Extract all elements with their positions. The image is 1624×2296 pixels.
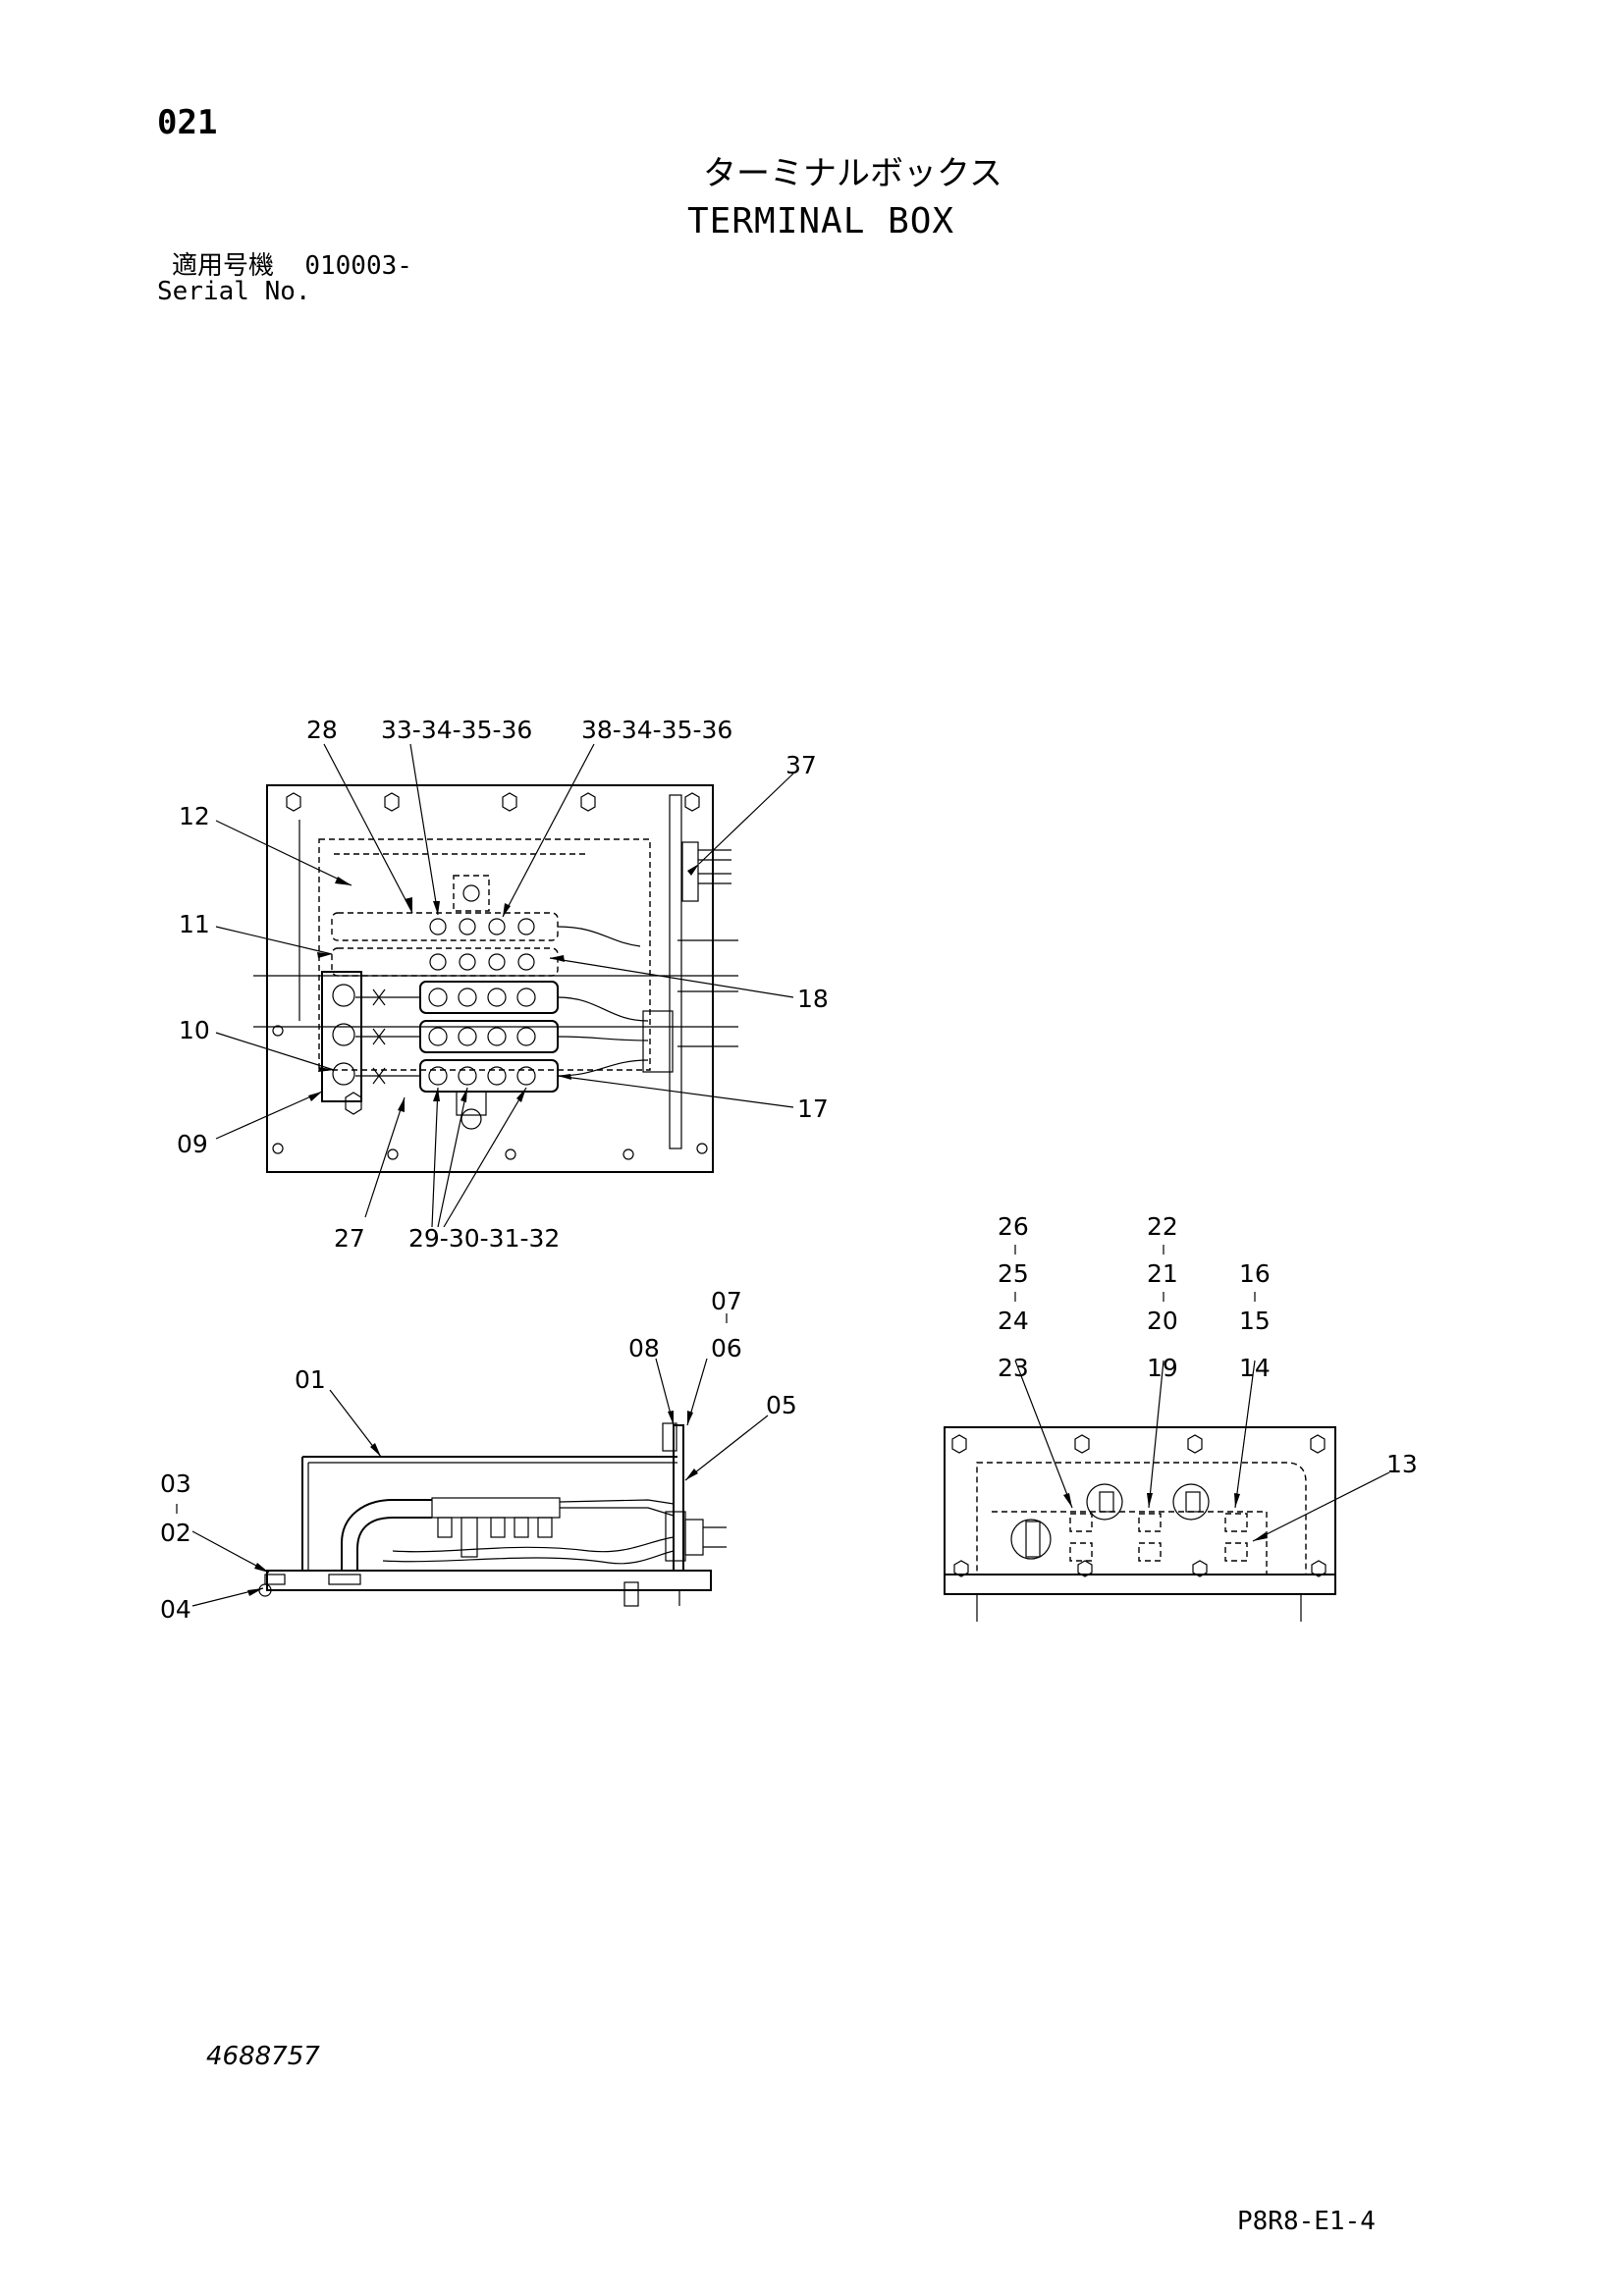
front-view-box: [944, 1426, 1336, 1575]
top-view-plate: [266, 784, 714, 1173]
callout-37: 37: [785, 751, 817, 779]
callout-21: 21: [1147, 1259, 1178, 1288]
callout-18: 18: [797, 985, 829, 1013]
document-number: 4688757: [206, 2042, 320, 2071]
front-view: 26 25 24 23 22 21 20 19 16 15 14 13: [944, 1212, 1418, 1622]
callout-09: 09: [177, 1130, 208, 1158]
page-code: P8R8-E1-4: [1237, 2207, 1376, 2236]
callout-13: 13: [1386, 1450, 1418, 1478]
callout-27: 27: [334, 1224, 365, 1253]
side-view-leaders: [176, 1313, 769, 1607]
callout-11: 11: [179, 910, 210, 938]
terminal-blocks: [419, 918, 559, 1093]
serial-line: 適用号機 010003-: [172, 253, 412, 279]
serial-label-jp: 適用号機: [172, 251, 275, 281]
callout-38-34-35-36: 38-34-35-36: [581, 716, 732, 744]
callout-03: 03: [160, 1469, 191, 1498]
callout-19: 19: [1147, 1354, 1178, 1382]
callout-16: 16: [1239, 1259, 1271, 1288]
title-english: TERMINAL BOX: [687, 201, 955, 241]
callout-25: 25: [998, 1259, 1029, 1288]
callout-05: 05: [766, 1391, 797, 1419]
callout-26: 26: [998, 1212, 1029, 1241]
callout-02: 02: [160, 1519, 191, 1547]
callout-08: 08: [628, 1334, 660, 1362]
callout-10: 10: [179, 1016, 210, 1044]
callout-06: 06: [711, 1334, 742, 1362]
callout-12: 12: [179, 802, 210, 830]
callout-22: 22: [1147, 1212, 1178, 1241]
title-japanese: ターミナルボックス: [703, 154, 1002, 193]
front-view-leaders: [1014, 1245, 1390, 1542]
callout-15: 15: [1239, 1307, 1271, 1335]
top-view-bolts: [272, 792, 708, 1160]
callout-29-30-31-32: 29-30-31-32: [408, 1224, 560, 1253]
callout-17: 17: [797, 1095, 829, 1123]
callout-07: 07: [711, 1287, 742, 1315]
callout-23: 23: [998, 1354, 1029, 1382]
side-view-base: [266, 1570, 712, 1591]
top-view-leaders: [215, 743, 794, 1228]
side-view: 01 03 02 04 08 07 06 05: [160, 1287, 797, 1624]
callout-33-34-35-36: 33-34-35-36: [381, 716, 532, 744]
callout-04: 04: [160, 1595, 191, 1624]
callout-28: 28: [306, 716, 338, 744]
page-number: 021: [157, 103, 218, 142]
callout-24: 24: [998, 1307, 1029, 1335]
callout-14: 14: [1239, 1354, 1271, 1382]
top-view: 28 33-34-35-36 38-34-35-36 37 12 11 10 0…: [177, 716, 829, 1253]
serial-label-en: Serial No.: [157, 277, 311, 306]
serial-value: 010003-: [304, 251, 412, 281]
callout-20: 20: [1147, 1307, 1178, 1335]
callout-01: 01: [295, 1365, 326, 1394]
